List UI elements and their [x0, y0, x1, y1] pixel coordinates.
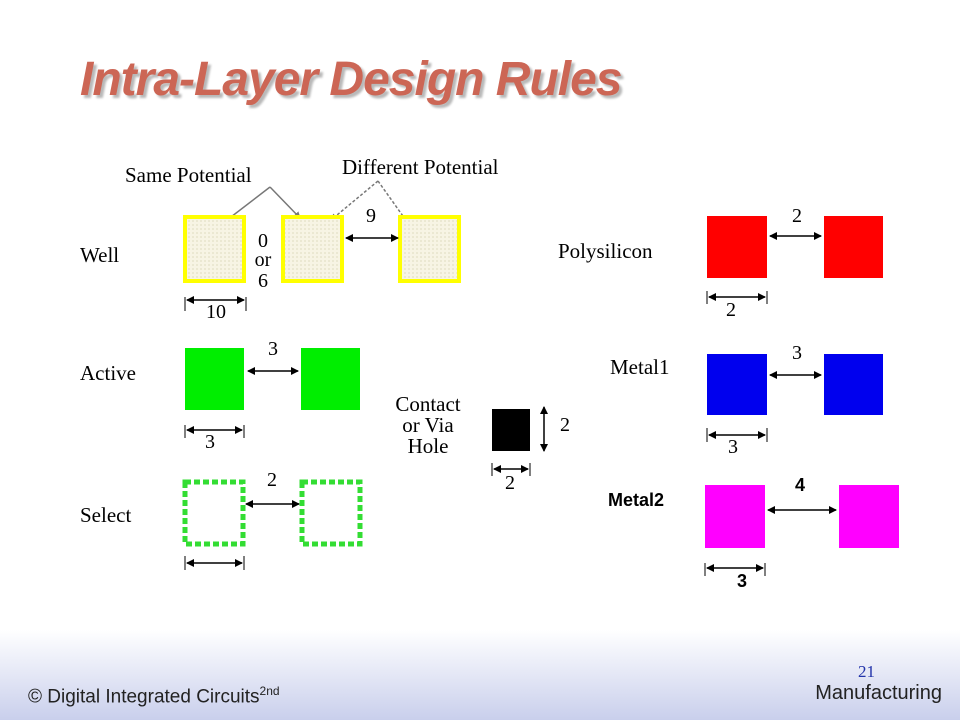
different-potential-label: Different Potential: [342, 155, 499, 179]
metal2-label: Metal2: [608, 490, 664, 510]
footer-copyright: © Digital Integrated Circuits2nd: [28, 684, 280, 708]
polysilicon-rect-1: [707, 216, 767, 278]
polysilicon-spacing-value: 2: [792, 205, 802, 227]
well-spacing-diff-value: 9: [366, 205, 376, 227]
active-width-value: 3: [205, 431, 215, 453]
select-label: Select: [80, 503, 131, 527]
well-width-value: 10: [206, 301, 226, 323]
copyright-text: © Digital Integrated Circuits: [28, 686, 260, 708]
same-potential-label: Same Potential: [125, 163, 252, 187]
metal2-rect-2: [839, 485, 899, 548]
contact-label-line2: or Via: [402, 413, 454, 437]
same-potential-pointer-right: [269, 186, 301, 219]
metal1-label: Metal1: [610, 355, 669, 379]
metal1-width-value: 3: [728, 436, 738, 458]
footer-bar: [0, 630, 960, 720]
well-rect-1: [183, 215, 246, 283]
contact-height-value: 2: [560, 414, 570, 436]
active-rect-2: [301, 348, 360, 410]
metal2-rect-1: [705, 485, 765, 548]
well-spacing-same-6: 6: [258, 270, 268, 292]
select-spacing-value: 2: [267, 469, 277, 491]
metal1-spacing-value: 3: [792, 342, 802, 364]
polysilicon-rect-2: [824, 216, 883, 278]
contact-label-line1: Contact: [395, 392, 460, 416]
page-number: 21: [858, 662, 875, 681]
polysilicon-label: Polysilicon: [558, 239, 653, 263]
active-label: Active: [80, 361, 136, 385]
well-label: Well: [80, 243, 119, 267]
well-spacing-same-or: or: [255, 249, 272, 271]
contact-label-line3: Hole: [408, 434, 449, 458]
active-rect-1: [185, 348, 244, 410]
metal2-width-value: 3: [737, 571, 747, 591]
well-spacing-same-0: 0: [258, 230, 268, 252]
active-spacing-value: 3: [268, 338, 278, 360]
contact-rect: [492, 409, 530, 451]
page-title: Intra-Layer Design Rules: [80, 53, 622, 106]
select-rect-2: [299, 479, 363, 547]
footer-section: Manufacturing: [815, 682, 942, 704]
different-potential-pointer-left: [330, 180, 379, 221]
contact-width-value: 2: [505, 472, 515, 494]
edition-superscript: 2nd: [259, 684, 280, 698]
metal1-rect-2: [824, 354, 883, 415]
select-rect-1: [182, 479, 246, 547]
polysilicon-width-value: 2: [726, 299, 736, 321]
metal1-rect-1: [707, 354, 767, 415]
well-rect-2: [281, 215, 344, 283]
well-rect-3: [398, 215, 461, 283]
metal2-spacing-value: 4: [795, 475, 805, 495]
